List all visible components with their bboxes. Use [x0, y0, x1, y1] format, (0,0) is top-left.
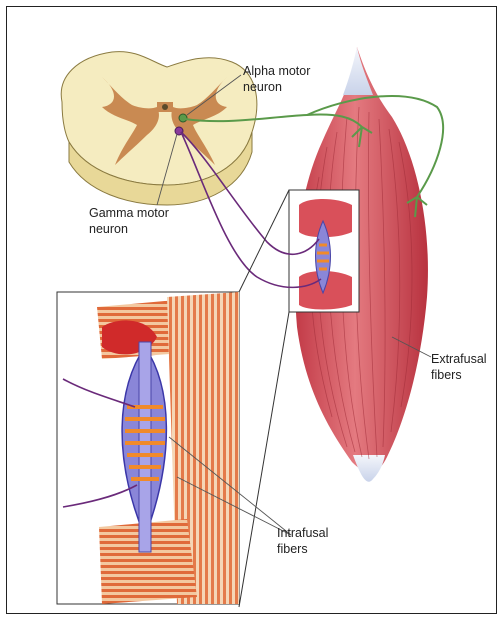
alpha-neuron-body: [179, 114, 187, 122]
extrafusal-fibers-label-line1: Extrafusal: [431, 352, 487, 366]
muscle-spindle-diagram: Alpha motor neuron Gamma motor neuron Ex…: [7, 7, 496, 613]
alpha-motor-neuron-label-line1: Alpha motor: [243, 64, 310, 78]
upper-tendon: [343, 47, 373, 95]
gamma-motor-neuron-label-line2: neuron: [89, 222, 128, 236]
lower-tendon: [353, 455, 385, 482]
spindle-inset: [57, 292, 239, 604]
figure-frame: Alpha motor neuron Gamma motor neuron Ex…: [6, 6, 497, 614]
spinal-cord: [61, 52, 257, 205]
alpha-motor-neuron-label-line2: neuron: [243, 80, 282, 94]
intrafusal-fibers-label-line1: Intrafusal: [277, 526, 328, 540]
intrafusal-fibers-label-line2: fibers: [277, 542, 308, 556]
gamma-motor-neuron-label-line1: Gamma motor: [89, 206, 169, 220]
muscle-cutaway: [289, 190, 359, 312]
extrafusal-fibers-label-line2: fibers: [431, 368, 462, 382]
